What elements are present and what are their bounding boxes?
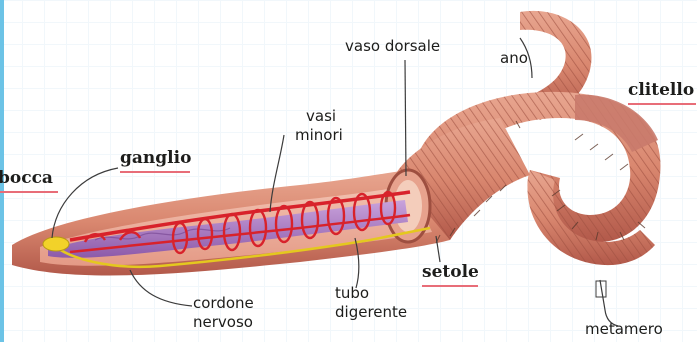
label-setole: setole — [422, 264, 479, 281]
label-cordone: cordone — [193, 295, 254, 312]
label-minori: minori — [295, 127, 343, 144]
label-ganglio: ganglio — [120, 150, 191, 167]
label-nervoso: nervoso — [193, 314, 253, 331]
label-tubo: tubo — [335, 285, 369, 302]
label-bocca: bocca — [0, 170, 53, 187]
label-vaso-dorsale: vaso dorsale — [345, 38, 440, 55]
ganglion — [43, 237, 69, 251]
underline-setole — [422, 285, 478, 287]
underline-ganglio — [120, 171, 190, 173]
label-vasi: vasi — [306, 108, 336, 125]
underline-bocca — [0, 191, 58, 193]
label-ano: ano — [500, 50, 528, 67]
label-metamero: metamero — [585, 321, 663, 338]
label-clitello: clitello — [628, 82, 694, 99]
underline-clitello — [628, 103, 696, 105]
label-digerente: digerente — [335, 304, 407, 321]
